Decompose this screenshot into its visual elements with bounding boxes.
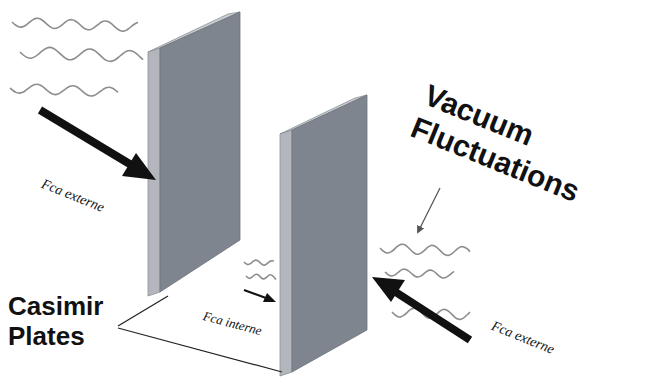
fluctuation-wave [12, 18, 138, 31]
casimir-plate [148, 12, 240, 296]
force-label: Fca externe [39, 176, 107, 216]
leader-line [118, 296, 168, 326]
casimir-plate [280, 95, 367, 376]
force-arrow [372, 277, 470, 340]
force-arrow [40, 110, 156, 180]
fluctuation-wave [244, 260, 274, 265]
fluctuation-wave [20, 47, 143, 61]
fluctuation-wave [380, 244, 470, 255]
force-label: Fca externe [489, 318, 557, 358]
force-label: Fca interne [201, 309, 263, 339]
fluctuation-wave [246, 274, 276, 279]
fluctuation-wave [10, 84, 118, 96]
leader-line [418, 188, 440, 232]
fluctuation-label: Vacuum Fluctuations [406, 78, 622, 219]
inner-force-arrow [244, 290, 276, 302]
plates-label: Casimir Plates [8, 292, 128, 352]
fluctuation-wave [385, 269, 454, 278]
